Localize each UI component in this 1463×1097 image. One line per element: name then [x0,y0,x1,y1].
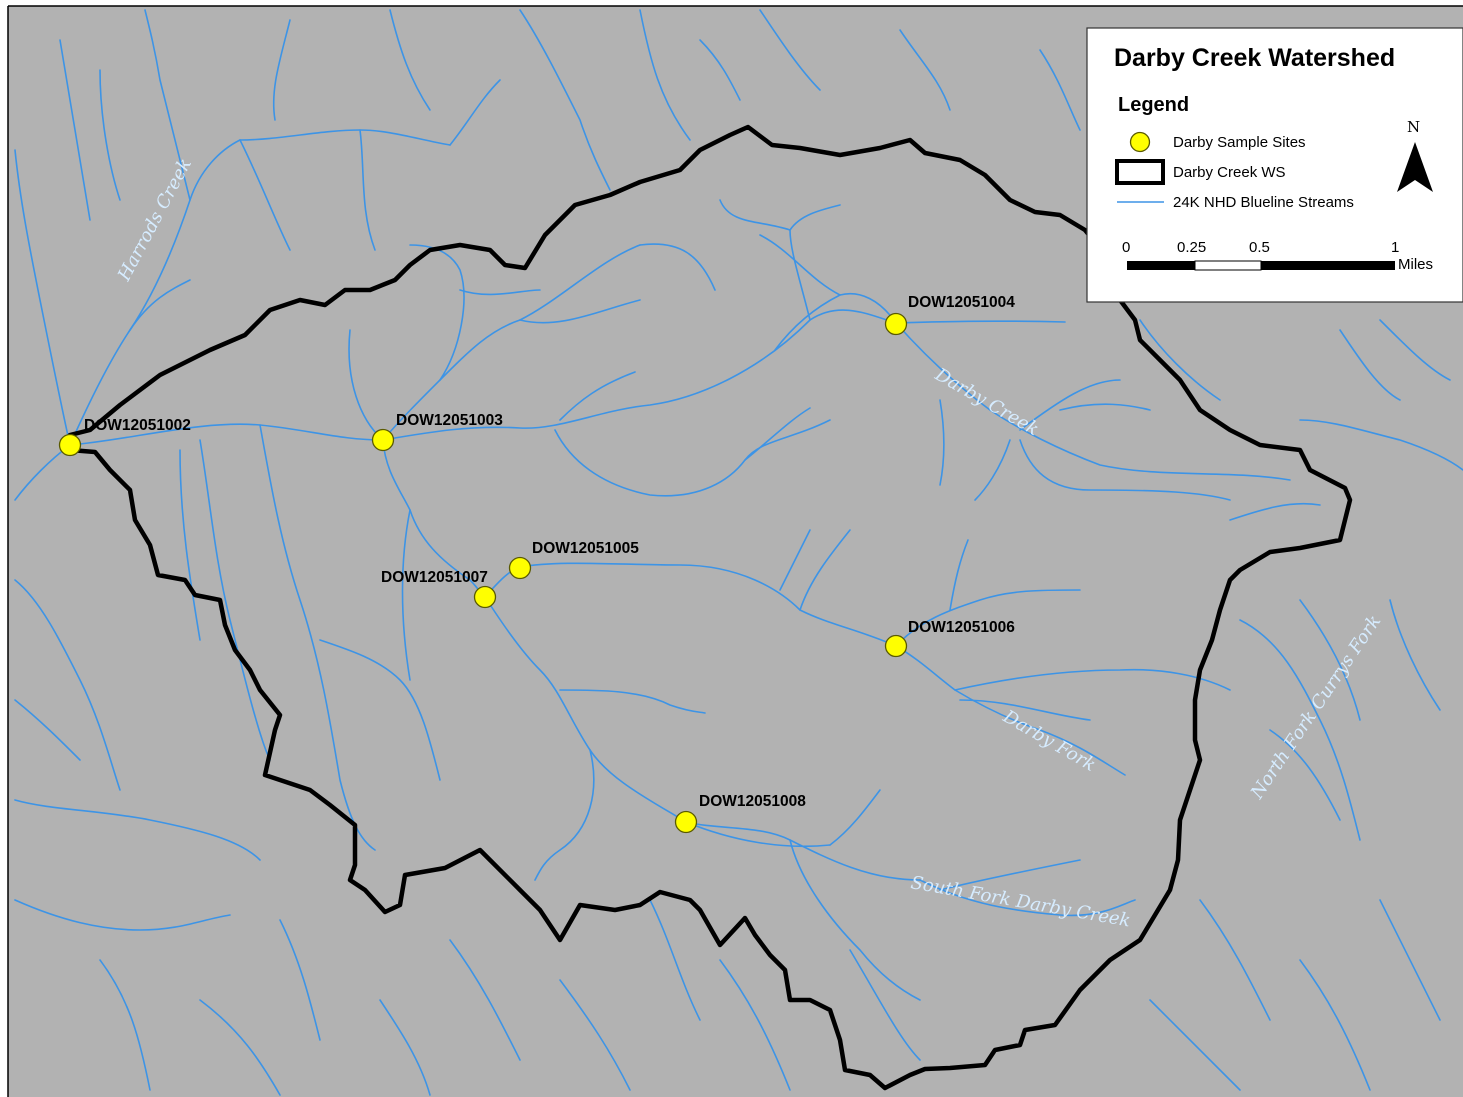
scale-tick-label: 1 [1391,239,1399,256]
scale-segment [1127,261,1195,270]
sample-sites: DOW12051002 DOW12051003 DOW12051004 DOW1… [58,294,1016,834]
sample-site-label: DOW12051004 [908,294,1015,311]
sample-site-marker[interactable] [473,585,497,609]
legend-item-label: 24K NHD Blueline Streams [1173,194,1354,211]
legend-heading: Legend [1118,94,1189,116]
north-arrow-label: N [1407,118,1420,136]
legend-panel: Darby Creek Watershed Legend Darby Sampl… [1086,27,1463,303]
legend-item-watershed: Darby Creek WS [1115,159,1286,185]
scale-bar: 0 0.25 0.5 1 Miles [1122,239,1433,273]
sample-site-marker[interactable] [58,433,82,457]
sample-site[interactable]: DOW12051008 [674,793,807,834]
sample-site[interactable]: DOW12051007 [381,569,497,609]
sample-site[interactable]: DOW12051002 [58,417,191,457]
legend-item-label: Darby Creek WS [1173,164,1286,181]
legend-sample-site-symbol [1129,131,1151,153]
legend-item-streams: 24K NHD Blueline Streams [1117,194,1354,211]
sample-site-marker[interactable] [674,810,698,834]
scale-segment [1194,260,1262,271]
sample-site-label: DOW12051002 [84,417,191,434]
legend-item-label: Darby Sample Sites [1173,134,1306,151]
sample-site[interactable]: DOW12051003 [371,412,504,452]
sample-site-marker[interactable] [884,634,908,658]
sample-site[interactable]: DOW12051004 [884,294,1016,336]
sample-site-label: DOW12051003 [396,412,503,429]
stream-network [14,9,1463,1096]
north-arrow: N [1397,118,1433,192]
sample-site[interactable]: DOW12051005 [508,540,640,580]
sample-site-marker[interactable] [508,556,532,580]
map-title: Darby Creek Watershed [1114,44,1395,72]
legend-watershed-symbol [1115,159,1165,185]
sample-site[interactable]: DOW12051006 [884,619,1016,658]
north-arrow-icon [1397,142,1433,192]
scale-tick-label: 0.5 [1249,239,1270,256]
sample-site-label: DOW12051006 [908,619,1015,636]
scale-segment [1261,261,1395,270]
legend-item-sample-sites: Darby Sample Sites [1129,131,1306,153]
sample-site-marker[interactable] [371,428,395,452]
sample-site-marker[interactable] [884,312,908,336]
scale-unit-label: Miles [1398,256,1433,273]
scale-tick-label: 0 [1122,239,1130,256]
scale-tick-label: 0.25 [1177,239,1206,256]
watershed-boundary [67,124,1353,1091]
sample-site-label: DOW12051008 [699,793,806,810]
sample-site-label: DOW12051007 [381,569,488,586]
sample-site-label: DOW12051005 [532,540,639,557]
